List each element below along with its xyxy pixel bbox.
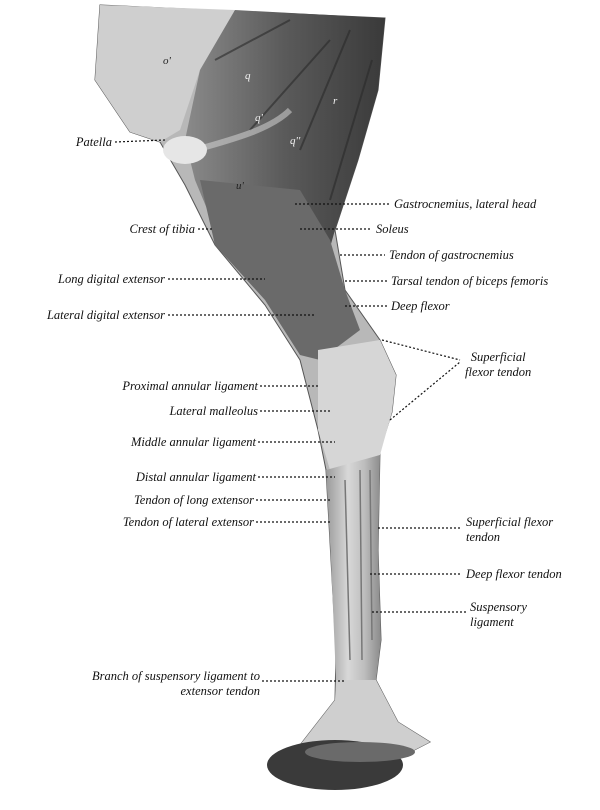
figure-letter: u' — [236, 180, 244, 192]
label-superficial-flexor-tendon-upper: Superficial flexor tendon — [465, 350, 531, 380]
pastern — [300, 680, 430, 760]
label-superficial-flexor-tendon-lower: Superficial flexor tendon — [466, 515, 553, 545]
figure-letter: q — [245, 70, 251, 82]
label-soleus: Soleus — [376, 222, 409, 236]
label-line: extensor tendon — [180, 684, 261, 698]
label-tendon-of-gastrocnemius: Tendon of gastrocnemius — [389, 248, 514, 262]
label-proximal-annular-ligament: Proximal annular ligament — [122, 379, 258, 393]
label-tarsal-tendon-of-biceps-femoris: Tarsal tendon of biceps femoris — [391, 274, 549, 288]
label-branch-of-suspensory-ligament: Branch of suspensory ligament to extenso… — [92, 669, 260, 699]
figure-letter: q' — [255, 112, 263, 124]
label-suspensory-ligament: Suspensory ligament — [470, 600, 527, 630]
label-line: Superficial flexor — [466, 515, 554, 529]
label-tendon-of-long-extensor: Tendon of long extensor — [133, 493, 254, 507]
label-deep-flexor: Deep flexor — [391, 299, 450, 313]
thigh-region — [95, 5, 235, 142]
figure-letter: q'' — [290, 135, 301, 147]
leg-muscles — [200, 180, 360, 360]
figure-letter: r — [333, 95, 338, 107]
hock — [318, 340, 396, 470]
label-gastrocnemius-lateral-head: Gastrocnemius, lateral head — [394, 197, 537, 211]
label-line: Superficial — [470, 350, 526, 364]
label-line: ligament — [470, 615, 514, 629]
cannon — [326, 455, 381, 680]
label-lateral-malleolus: Lateral malleolus — [169, 404, 258, 418]
label-long-digital-extensor: Long digital extensor — [58, 272, 165, 286]
label-lateral-digital-extensor: Lateral digital extensor — [46, 308, 165, 322]
label-line: Branch of suspensory ligament to — [91, 669, 260, 683]
label-line: flexor tendon — [465, 365, 532, 379]
label-middle-annular-ligament: Middle annular ligament — [131, 435, 256, 449]
patella — [163, 136, 207, 164]
label-line: tendon — [466, 530, 501, 544]
label-line: Suspensory — [470, 600, 527, 614]
label-tendon-of-lateral-extensor: Tendon of lateral extensor — [122, 515, 254, 529]
label-distal-annular-ligament: Distal annular ligament — [135, 470, 256, 484]
figure-letter: o' — [163, 55, 171, 67]
label-patella: Patella — [75, 135, 112, 149]
label-crest-of-tibia: Crest of tibia — [129, 222, 195, 236]
label-deep-flexor-tendon: Deep flexor tendon — [466, 567, 562, 581]
